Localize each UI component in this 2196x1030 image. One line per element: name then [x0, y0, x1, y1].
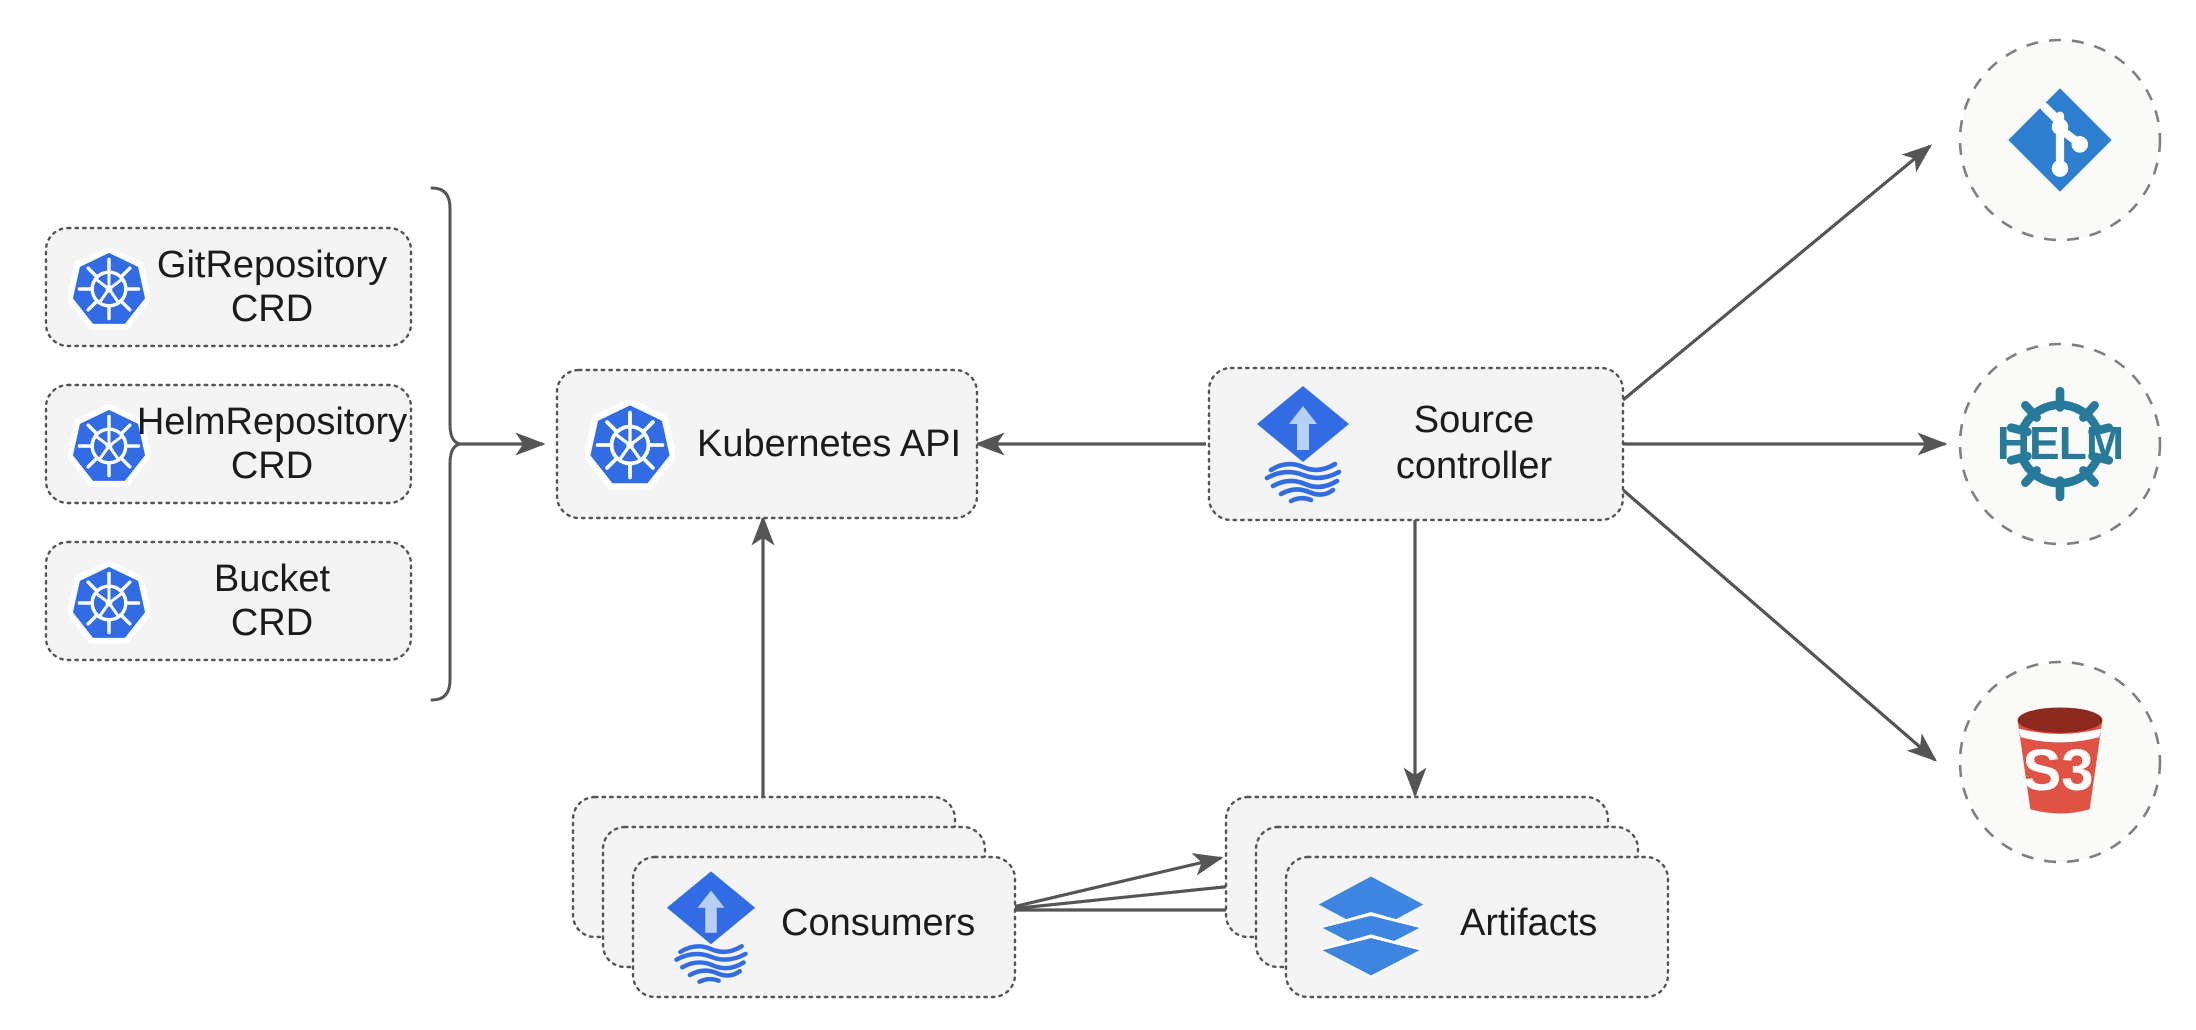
node-source-controller[interactable]: Source controller — [1207, 366, 1625, 522]
crd-card-bucket[interactable]: Bucket CRD — [44, 540, 413, 662]
kubernetes-icon — [588, 403, 673, 486]
helm-label: HELM — [1997, 417, 2123, 469]
node-kubernetes-api[interactable]: Kubernetes API — [555, 368, 979, 520]
crd-label-line1: GitRepository — [157, 244, 387, 286]
kubernetes-icon — [70, 564, 147, 639]
crds-brace — [430, 186, 464, 702]
node-consumers[interactable]: Consumers — [571, 795, 1017, 999]
kubernetes-icon — [70, 250, 147, 325]
endpoint-git[interactable] — [1958, 38, 2162, 242]
edge-consumers-to-artifacts-1 — [999, 853, 1224, 912]
edge-source-to-git — [1621, 144, 1932, 402]
edge-source-to-s3 — [1621, 488, 1937, 762]
kubernetes-api-label: Kubernetes API — [697, 423, 961, 465]
crd-label-line1: HelmRepository — [137, 401, 407, 443]
s3-label: S3 — [2023, 738, 2094, 803]
edge-consumers-to-artifacts-2 — [999, 875, 1256, 912]
node-artifacts[interactable]: Artifacts — [1224, 795, 1670, 999]
crd-label-line2: CRD — [231, 602, 313, 644]
crd-label-line2: CRD — [231, 445, 313, 487]
endpoint-s3[interactable]: S3 — [1958, 660, 2162, 864]
crd-card-helmrepository[interactable]: HelmRepository CRD — [44, 383, 413, 505]
consumers-label: Consumers — [781, 902, 975, 944]
endpoint-helm[interactable]: HELM — [1958, 342, 2162, 546]
crd-card-gitrepository[interactable]: GitRepository CRD — [44, 226, 413, 348]
source-controller-label-line2: controller — [1396, 445, 1553, 487]
crd-label-line1: Bucket — [214, 558, 331, 600]
edge-layer — [430, 144, 1948, 922]
crd-label-line2: CRD — [231, 288, 313, 330]
artifacts-label: Artifacts — [1460, 902, 1597, 944]
source-controller-label-line1: Source — [1414, 399, 1534, 441]
